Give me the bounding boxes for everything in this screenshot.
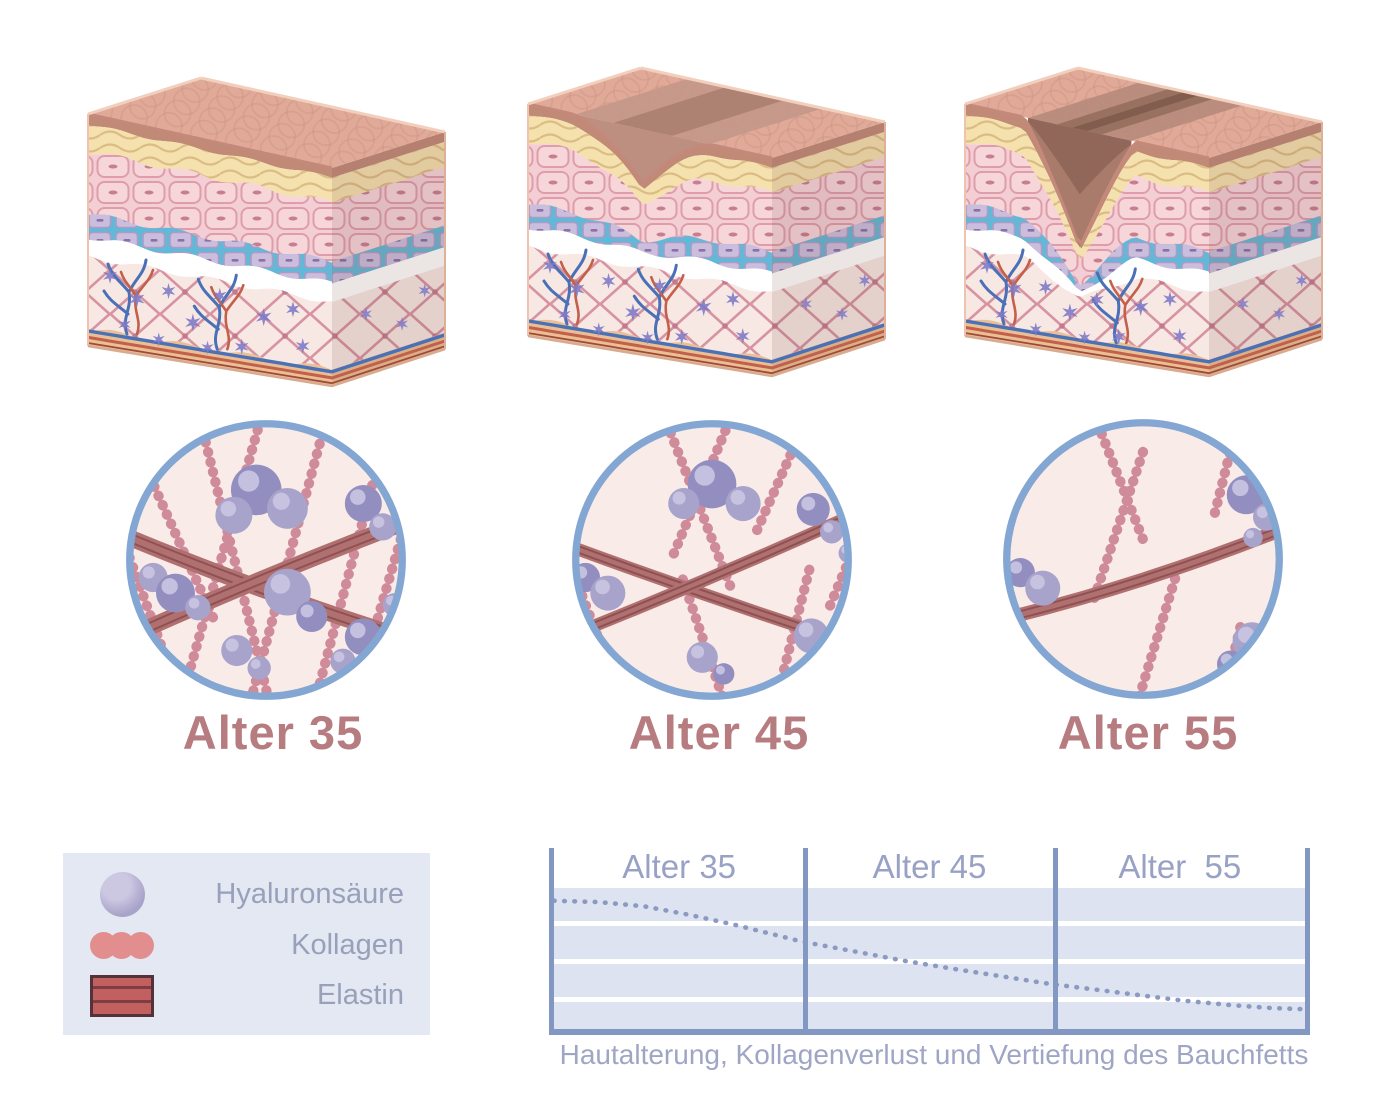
legend-label-kollagen: Kollagen: [291, 929, 404, 961]
micro-view-age-55: [1003, 419, 1283, 699]
aging-chart: Alter 35 Alter 45 Alter 55: [549, 848, 1310, 1035]
chart-label-age-55: Alter 55: [1118, 848, 1242, 885]
chart-curve: [554, 898, 1305, 1012]
micro-view-age-45: [572, 420, 852, 700]
elastin-icon: [90, 974, 154, 1017]
micro-view-age-35: [126, 420, 406, 700]
age-label-55: Alter 55: [1057, 706, 1239, 759]
skin-cross-section-age-45: [527, 66, 886, 378]
chart-plot-area: [554, 888, 1305, 1029]
chart-divider-1: [802, 848, 808, 1029]
skin-cross-section-age-55: [964, 66, 1323, 378]
chart-divider-2: [1052, 848, 1058, 1029]
skin-cross-section-age-35: [87, 76, 446, 388]
legend-label-hyaluron: Hyaluronsäure: [215, 877, 404, 910]
legend-panel: Hyaluronsäure Kollagen Elastin: [63, 853, 430, 1035]
legend-label-elastin: Elastin: [316, 979, 404, 1011]
collagen-icon: [90, 932, 154, 959]
chart-caption: Hautalterung, Kollagenverlust und Vertie…: [559, 1039, 1309, 1070]
legend-row-hyaluron: Hyaluronsäure: [63, 871, 430, 917]
hyaluronic-acid-icon: [99, 871, 145, 917]
chart-label-age-45: Alter 45: [872, 848, 987, 885]
chart-section-labels: Alter 35 Alter 45 Alter 55: [554, 848, 1305, 888]
chart-label-age-35: Alter 35: [622, 848, 737, 885]
chart-curve-path: [554, 898, 1305, 1012]
legend-row-elastin: Elastin: [63, 974, 430, 1017]
age-label-45: Alter 45: [628, 706, 810, 759]
legend-row-kollagen: Kollagen: [63, 929, 430, 962]
age-label-35: Alter 35: [182, 706, 364, 759]
